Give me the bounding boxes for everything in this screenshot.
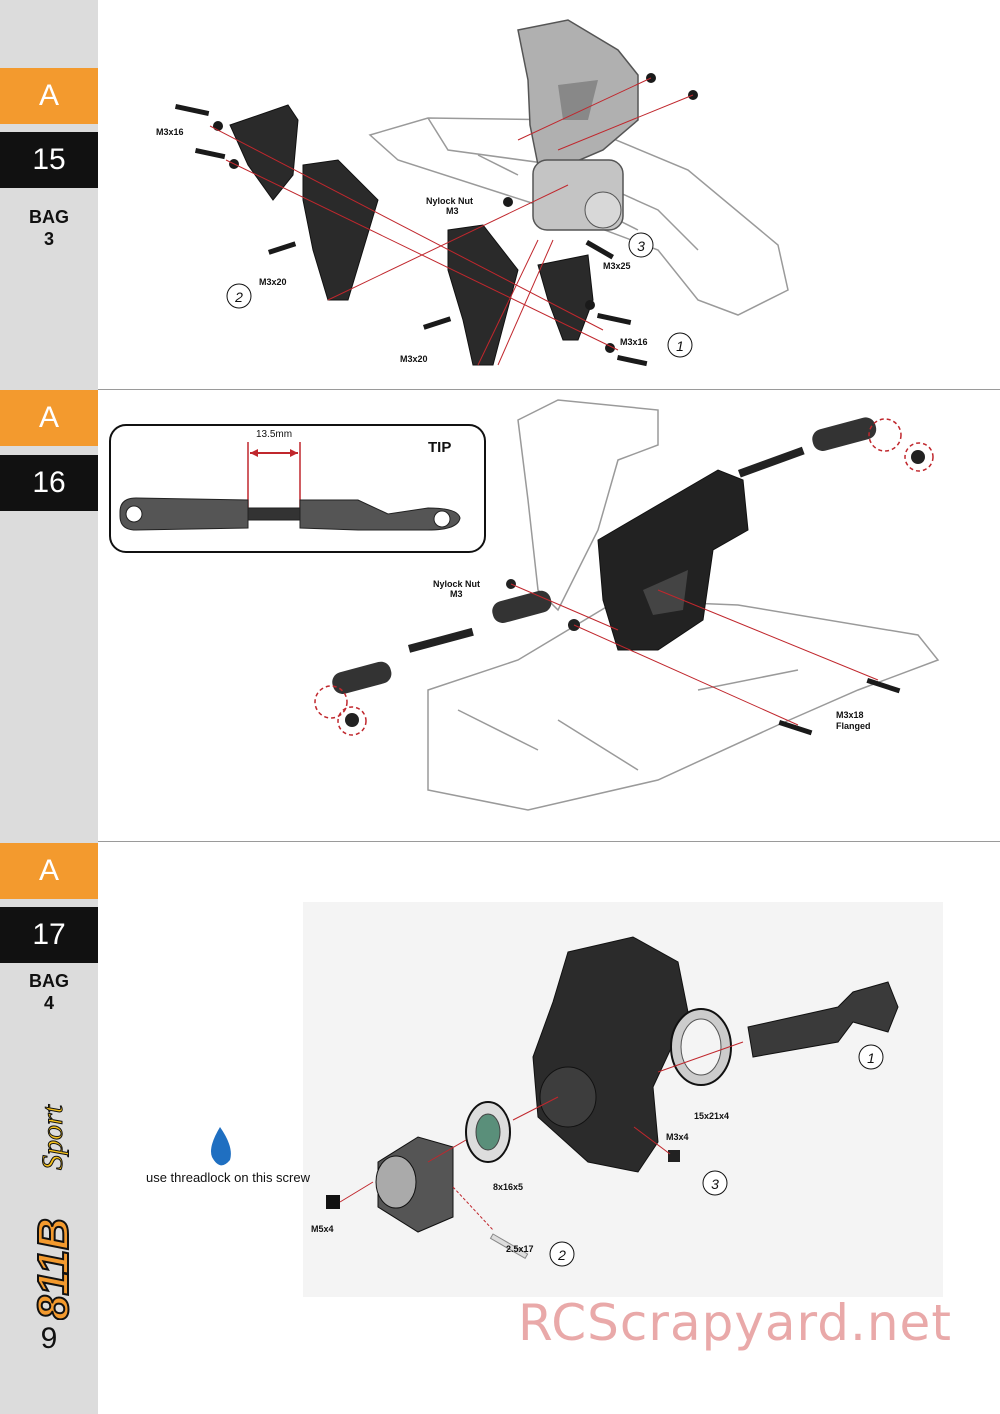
label-m3x18: M3x18	[836, 710, 864, 720]
section-divider	[98, 389, 1000, 390]
bag-number: 3	[43, 229, 54, 249]
guide-lines	[510, 583, 879, 726]
tip-title: TIP	[428, 439, 451, 456]
callout-3: 3	[628, 232, 654, 258]
label-nylock-size: M3	[446, 206, 459, 216]
callout-3: 3	[702, 1170, 728, 1196]
bag-label: BAG	[29, 207, 69, 227]
label-pin: 2.5x17	[506, 1244, 534, 1254]
threadlock-drop-icon	[211, 1127, 231, 1166]
label-flanged: Flanged	[836, 721, 871, 731]
step-15-bag: BAG 3	[0, 206, 98, 250]
callout-2: 2	[549, 1241, 575, 1267]
guide-lines	[339, 1041, 744, 1231]
label-15x21x4: 15x21x4	[694, 1111, 729, 1121]
callout-1-label: 1	[676, 338, 684, 354]
tip-measurement: 13.5mm	[256, 429, 292, 440]
label-m3x20-a: M3x20	[259, 277, 287, 287]
hub-carrier	[532, 936, 689, 1173]
pin-2.5x17	[489, 1233, 529, 1260]
chassis-outline	[427, 399, 940, 811]
label-m3x20-b: M3x20	[400, 354, 428, 364]
callout-3-label: 3	[711, 1176, 719, 1192]
label-m5x4: M5x4	[311, 1224, 334, 1234]
step-16-diagram: TIP 13.5mm	[109, 399, 940, 811]
label-nylock-nut: Nylock Nut	[433, 579, 480, 589]
step-15-diagram: M3x16 M3x20 M3x20 M3x16 M3x25 Nylock Nut…	[156, 19, 789, 367]
bag-number: 4	[43, 993, 54, 1013]
step-15-number: 15	[0, 132, 98, 188]
bearing-15x21x4	[670, 1008, 732, 1086]
label-nylock-nut: Nylock Nut	[426, 196, 473, 206]
label-m3x4: M3x4	[666, 1132, 689, 1142]
turnbuckle-link	[119, 497, 461, 531]
guide-lines	[209, 77, 694, 366]
shock-tower-black	[597, 469, 749, 651]
step-17-number: 17	[0, 907, 98, 963]
callout-2-label: 2	[557, 1247, 566, 1263]
axle	[747, 981, 899, 1058]
shock-tower	[517, 19, 639, 166]
label-m3x25: M3x25	[603, 261, 631, 271]
callout-1: 1	[667, 332, 693, 358]
bearing-8x16x5	[465, 1101, 511, 1163]
callout-1: 1	[858, 1044, 884, 1070]
section-divider	[98, 841, 1000, 842]
label-8x16x5: 8x16x5	[493, 1182, 523, 1192]
step-16-letter: A	[0, 390, 98, 446]
page-number: 9	[40, 1322, 58, 1355]
highlight-circles	[314, 418, 934, 736]
grub-screw-m5x4	[326, 1195, 340, 1209]
screws	[174, 73, 698, 367]
sidebar	[0, 0, 98, 1414]
exploded-link-parts	[332, 417, 925, 736]
step-17-bag: BAG 4	[0, 970, 98, 1014]
watermark: RCScrapyard.net	[518, 1294, 952, 1352]
step-17-diagram: use threadlock on this screw M5x4 8x16x5…	[146, 902, 943, 1297]
tower-braces	[229, 104, 594, 366]
brand-logo: 811B Sport	[30, 1104, 79, 1320]
step-17-letter: A	[0, 843, 98, 899]
callout-3-label: 3	[637, 238, 645, 254]
callout-2-label: 2	[234, 289, 243, 305]
hex-hub	[375, 1136, 454, 1233]
label-m3x16-a: M3x16	[156, 127, 184, 137]
callout-1-label: 1	[867, 1050, 875, 1066]
threadlock-note: use threadlock on this screw	[146, 1170, 311, 1185]
bag-label: BAG	[29, 971, 69, 991]
gearbox	[532, 159, 624, 231]
grub-screw-m3x4	[668, 1150, 680, 1162]
svg-text:811B: 811B	[30, 1218, 78, 1320]
step-16-number: 16	[0, 455, 98, 511]
step-15-letter: A	[0, 68, 98, 124]
label-nylock-size: M3	[450, 589, 463, 599]
label-m3x16-b: M3x16	[620, 337, 648, 347]
tip-box: TIP 13.5mm	[109, 424, 486, 553]
callout-2: 2	[226, 283, 252, 309]
svg-text:Sport: Sport	[36, 1104, 69, 1170]
